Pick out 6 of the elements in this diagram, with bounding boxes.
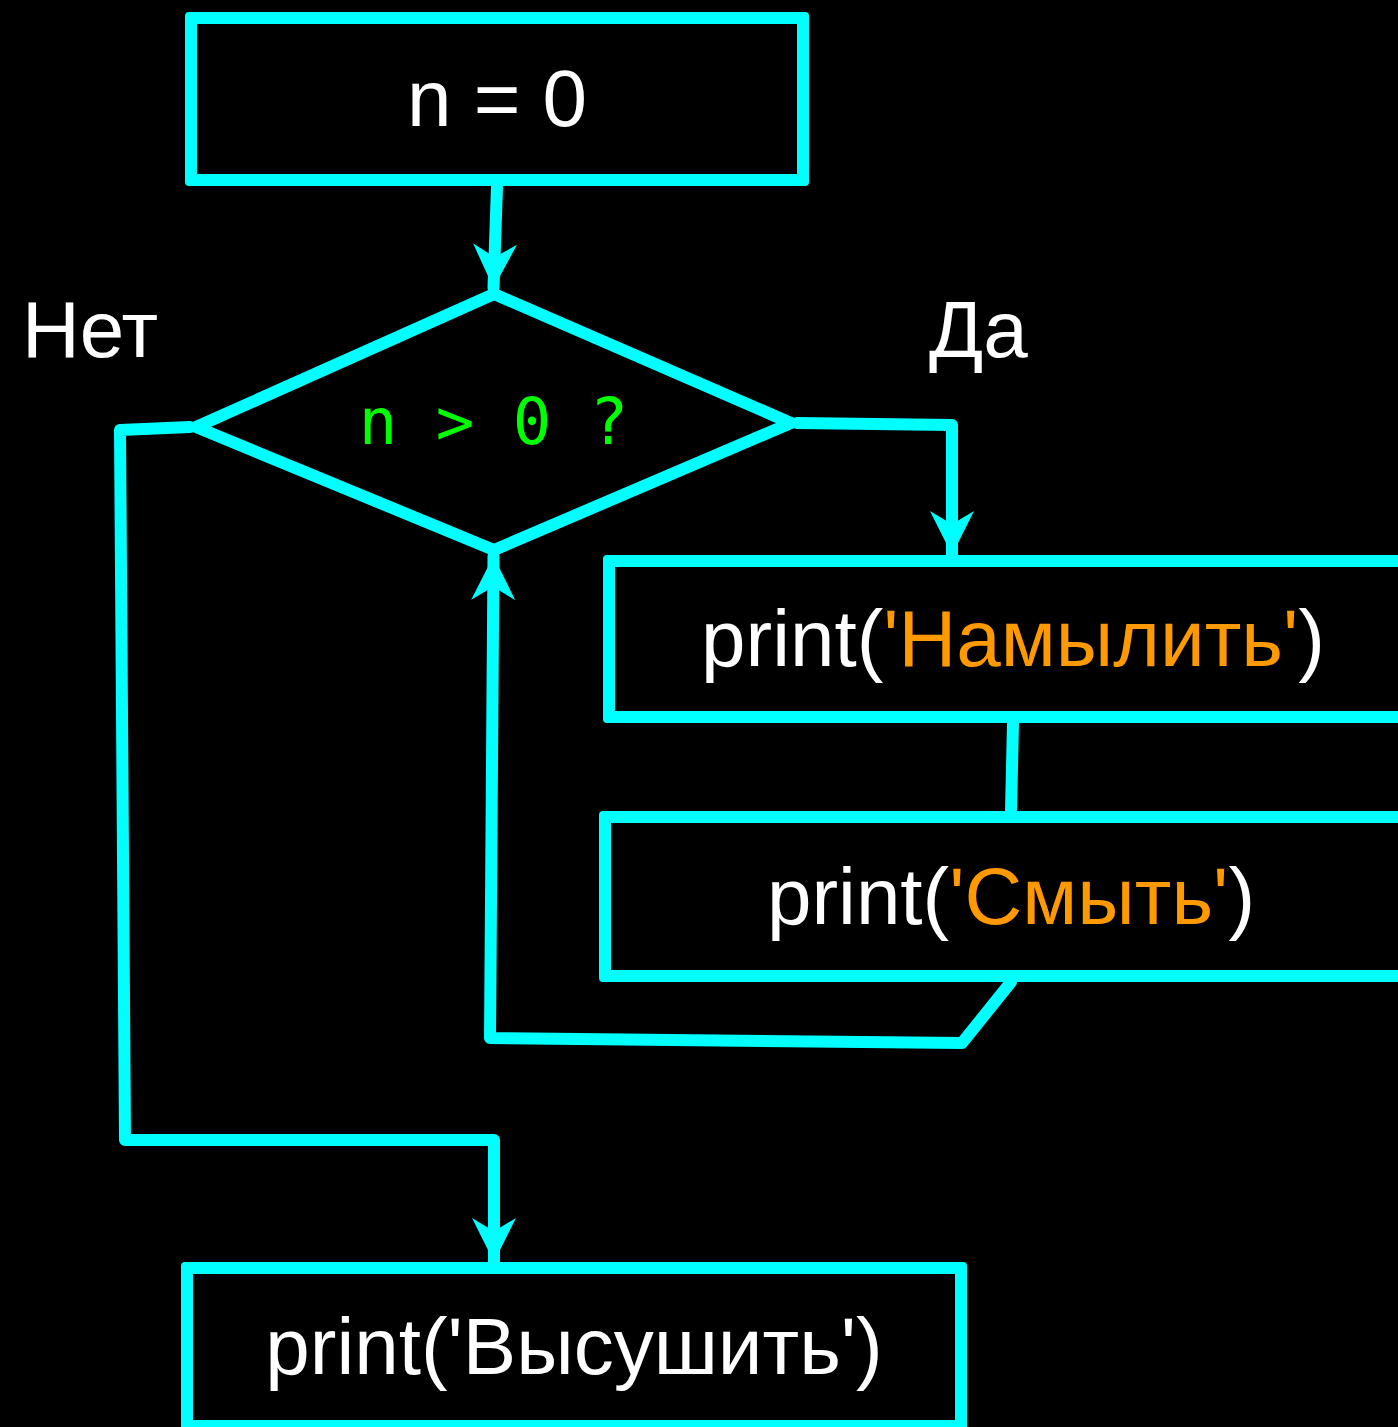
statement-text: n = 0 [406, 59, 588, 139]
process-box [185, 12, 809, 186]
process-box [603, 555, 1398, 723]
condition-text: n > 0 ? [358, 390, 629, 454]
process-box [599, 811, 1398, 982]
process-box [181, 1262, 967, 1427]
